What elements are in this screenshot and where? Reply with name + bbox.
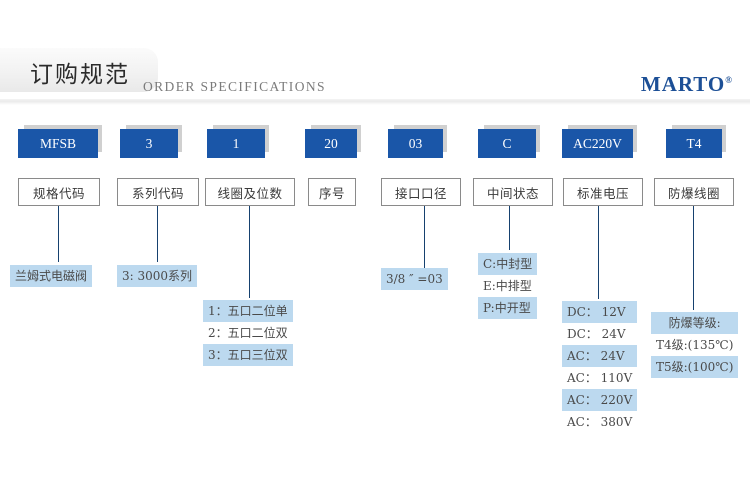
- registered-trademark-icon: ®: [725, 75, 732, 85]
- marto-logo: MARTO®: [641, 72, 732, 97]
- field-label-box: 序号: [308, 178, 356, 206]
- option-item: DC： 24V: [567, 327, 626, 341]
- field-label-box: 标准电压: [563, 178, 643, 206]
- option-item: 3：五口三位双: [203, 344, 293, 366]
- code-chip[interactable]: C: [478, 129, 536, 158]
- option-item: 防爆等级:: [651, 312, 739, 334]
- connector-line: [693, 206, 694, 310]
- option-item: AC： 110V: [567, 371, 633, 385]
- field-label-box: 防爆线圈: [654, 178, 734, 206]
- code-chip[interactable]: 03: [388, 129, 443, 158]
- code-chip[interactable]: MFSB: [18, 129, 98, 158]
- option-list: 3/8 ″ =03: [381, 268, 448, 290]
- option-item: 兰姆式电磁阀: [10, 265, 93, 287]
- option-item: 3: 3000系列: [117, 265, 198, 287]
- option-item: T5级:(100℃): [651, 356, 739, 378]
- connector-line: [424, 206, 425, 268]
- connector-line: [249, 206, 250, 298]
- option-list: 兰姆式电磁阀: [10, 265, 93, 287]
- field-label-box: 接口口径: [381, 178, 461, 206]
- option-list: 1：五口二位单 2：五口二位双 3：五口三位双: [203, 300, 293, 366]
- connector-line: [157, 206, 158, 262]
- connector-line: [598, 206, 599, 299]
- option-list: 3: 3000系列: [117, 265, 198, 287]
- code-chip[interactable]: 3: [120, 129, 178, 158]
- option-item: E:中排型: [483, 279, 532, 293]
- field-label-box: 线圈及位数: [205, 178, 295, 206]
- option-list: C:中封型 E:中排型 P:中开型: [478, 253, 538, 319]
- option-item: DC： 12V: [562, 301, 638, 323]
- option-item: 3/8 ″ =03: [381, 268, 448, 290]
- option-item: AC： 220V: [562, 389, 638, 411]
- option-item: T4级:(135℃): [656, 338, 734, 352]
- page-header: 订购规范 ORDER SPECIFICATIONS MARTO®: [0, 0, 750, 112]
- field-label-box: 中间状态: [473, 178, 553, 206]
- code-chip[interactable]: T4: [666, 129, 722, 158]
- field-label-box: 规格代码: [18, 178, 100, 206]
- option-list: 防爆等级: T4级:(135℃) T5级:(100℃): [651, 312, 739, 378]
- option-item: 1：五口二位单: [203, 300, 293, 322]
- title-panel-background: [0, 48, 158, 92]
- option-item: AC： 24V: [562, 345, 638, 367]
- connector-line: [58, 206, 59, 262]
- field-label-box: 系列代码: [117, 178, 199, 206]
- code-chip[interactable]: 1: [207, 129, 265, 158]
- option-item: AC： 380V: [567, 415, 633, 429]
- connector-line: [509, 206, 510, 250]
- option-item: C:中封型: [478, 253, 538, 275]
- logo-text: MARTO: [640, 72, 726, 96]
- page-title: 订购规范: [30, 62, 130, 88]
- page-subtitle: ORDER SPECIFICATIONS: [143, 79, 326, 94]
- option-item: P:中开型: [478, 297, 538, 319]
- header-divider: [0, 99, 750, 105]
- option-list: DC： 12V DC： 24V AC： 24V AC： 110V AC： 220V AC：…: [562, 301, 638, 433]
- option-item: 2：五口二位双: [208, 326, 288, 340]
- code-chip[interactable]: AC220V: [562, 129, 633, 158]
- code-chip[interactable]: 20: [305, 129, 357, 158]
